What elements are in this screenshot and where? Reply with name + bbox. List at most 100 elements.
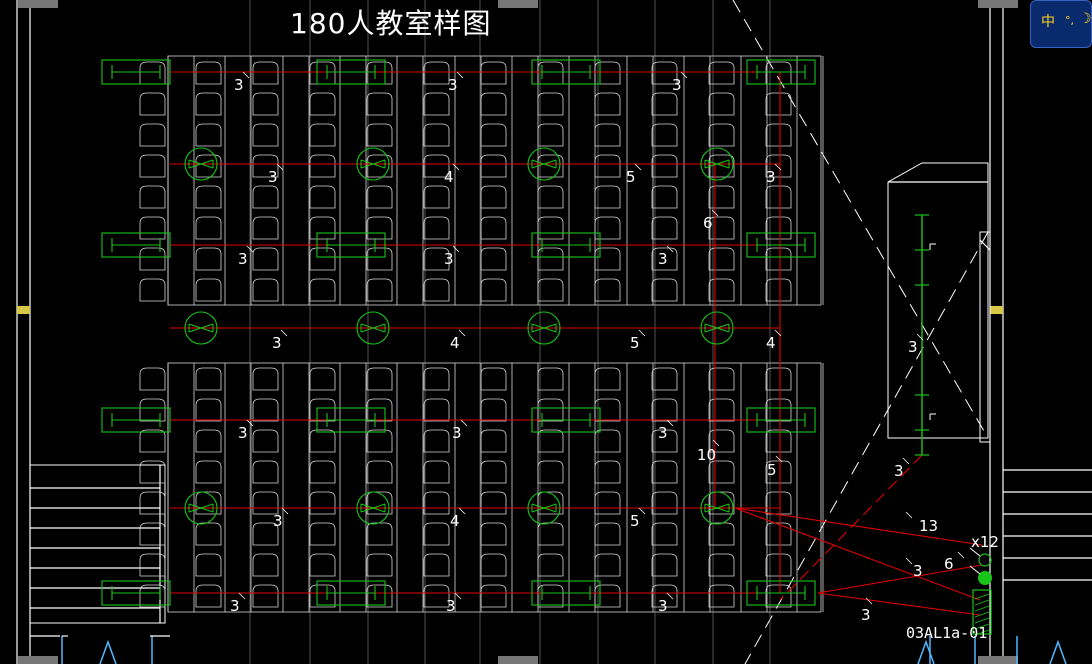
- seat: [252, 522, 279, 546]
- seat: [651, 553, 678, 577]
- seat: [651, 278, 678, 302]
- ime-mode-label[interactable]: 中: [1041, 14, 1055, 30]
- ceiling-fan: [527, 147, 561, 181]
- panel-hatch: [974, 611, 990, 618]
- circuit-label: 5: [626, 168, 636, 186]
- seat: [594, 460, 621, 484]
- ceiling-fan: [700, 147, 734, 181]
- seat: [252, 247, 279, 271]
- seat: [195, 247, 222, 271]
- circuit-label: 3: [448, 76, 458, 94]
- seat: [480, 154, 507, 178]
- seat: [423, 491, 450, 515]
- seat: [537, 216, 564, 240]
- seat: [252, 123, 279, 147]
- seat: [309, 123, 336, 147]
- seat: [480, 429, 507, 453]
- column-cap: [498, 656, 538, 664]
- fan-blades: [704, 159, 730, 169]
- seat: [252, 367, 279, 391]
- seat: [139, 491, 166, 515]
- seat: [651, 247, 678, 271]
- seat: [480, 460, 507, 484]
- seat: [309, 154, 336, 178]
- label-tick: [666, 592, 674, 600]
- switch-symbol: [929, 413, 936, 420]
- circuit-label: 3: [230, 597, 240, 615]
- circuit-label: 3: [658, 250, 668, 268]
- circuit-label: 4: [450, 334, 460, 352]
- label-tick: [638, 329, 646, 337]
- podium-outline: [887, 162, 989, 439]
- seat: [537, 584, 564, 608]
- label-tick: [458, 507, 466, 515]
- seat: [366, 278, 393, 302]
- seat: [594, 522, 621, 546]
- circuit-label: 4: [450, 512, 460, 530]
- seat: [423, 460, 450, 484]
- seat: [537, 429, 564, 453]
- circuit-label: 3: [268, 168, 278, 186]
- ime-moon-icon[interactable]: ☽: [1079, 11, 1092, 27]
- ceiling-fan: [700, 311, 734, 345]
- fluorescent-lamp: [316, 59, 386, 85]
- seat: [309, 278, 336, 302]
- circuit-label: 5: [630, 334, 640, 352]
- label-tick: [460, 419, 468, 427]
- socket-symbol: [978, 571, 992, 585]
- seat: [309, 491, 336, 515]
- label-tick: [711, 209, 719, 217]
- seat: [423, 123, 450, 147]
- seat: [195, 491, 222, 515]
- seat: [708, 398, 735, 422]
- fan-blades: [188, 503, 214, 513]
- circuit-label: 13: [919, 517, 938, 535]
- seat: [651, 491, 678, 515]
- seat: [537, 154, 564, 178]
- circuit-label: 4: [444, 168, 454, 186]
- seat: [366, 367, 393, 391]
- label-tick: [276, 163, 284, 171]
- feeder: [734, 507, 981, 601]
- seat: [537, 278, 564, 302]
- seat: [480, 92, 507, 116]
- fluorescent-lamp: [101, 580, 171, 606]
- seat: [139, 247, 166, 271]
- fan-blades: [531, 323, 557, 333]
- fluorescent-lamp: [746, 59, 816, 85]
- fluorescent-lamp: [101, 59, 171, 85]
- circuit-label: 6: [703, 214, 713, 232]
- label-tick: [957, 551, 965, 559]
- label-tick: [916, 333, 924, 341]
- ime-punct-icon[interactable]: °,: [1065, 14, 1074, 27]
- fluorescent-lamp: [531, 407, 601, 433]
- ime-status-bar[interactable]: 中 °, ☽: [1030, 0, 1092, 48]
- seat: [765, 553, 792, 577]
- seat: [366, 154, 393, 178]
- seat: [252, 429, 279, 453]
- seat: [708, 247, 735, 271]
- seat: [366, 123, 393, 147]
- seat: [309, 61, 336, 85]
- seat: [765, 429, 792, 453]
- seat: [139, 185, 166, 209]
- seat: [480, 278, 507, 302]
- label-tick: [238, 592, 246, 600]
- seat: [139, 553, 166, 577]
- circuit-label: 3: [444, 250, 454, 268]
- seat: [651, 123, 678, 147]
- seat: [252, 154, 279, 178]
- seat: [139, 61, 166, 85]
- panel-hatch: [974, 599, 990, 606]
- circuit-label: 3: [658, 597, 668, 615]
- fan-blades: [531, 503, 557, 513]
- seat: [309, 522, 336, 546]
- seat: [366, 398, 393, 422]
- fluorescent-lamp: [746, 232, 816, 258]
- circuit-label: x12: [971, 533, 999, 551]
- podium-edge: [979, 239, 991, 251]
- seat: [423, 522, 450, 546]
- seat: [252, 460, 279, 484]
- seat-rows: [139, 61, 792, 608]
